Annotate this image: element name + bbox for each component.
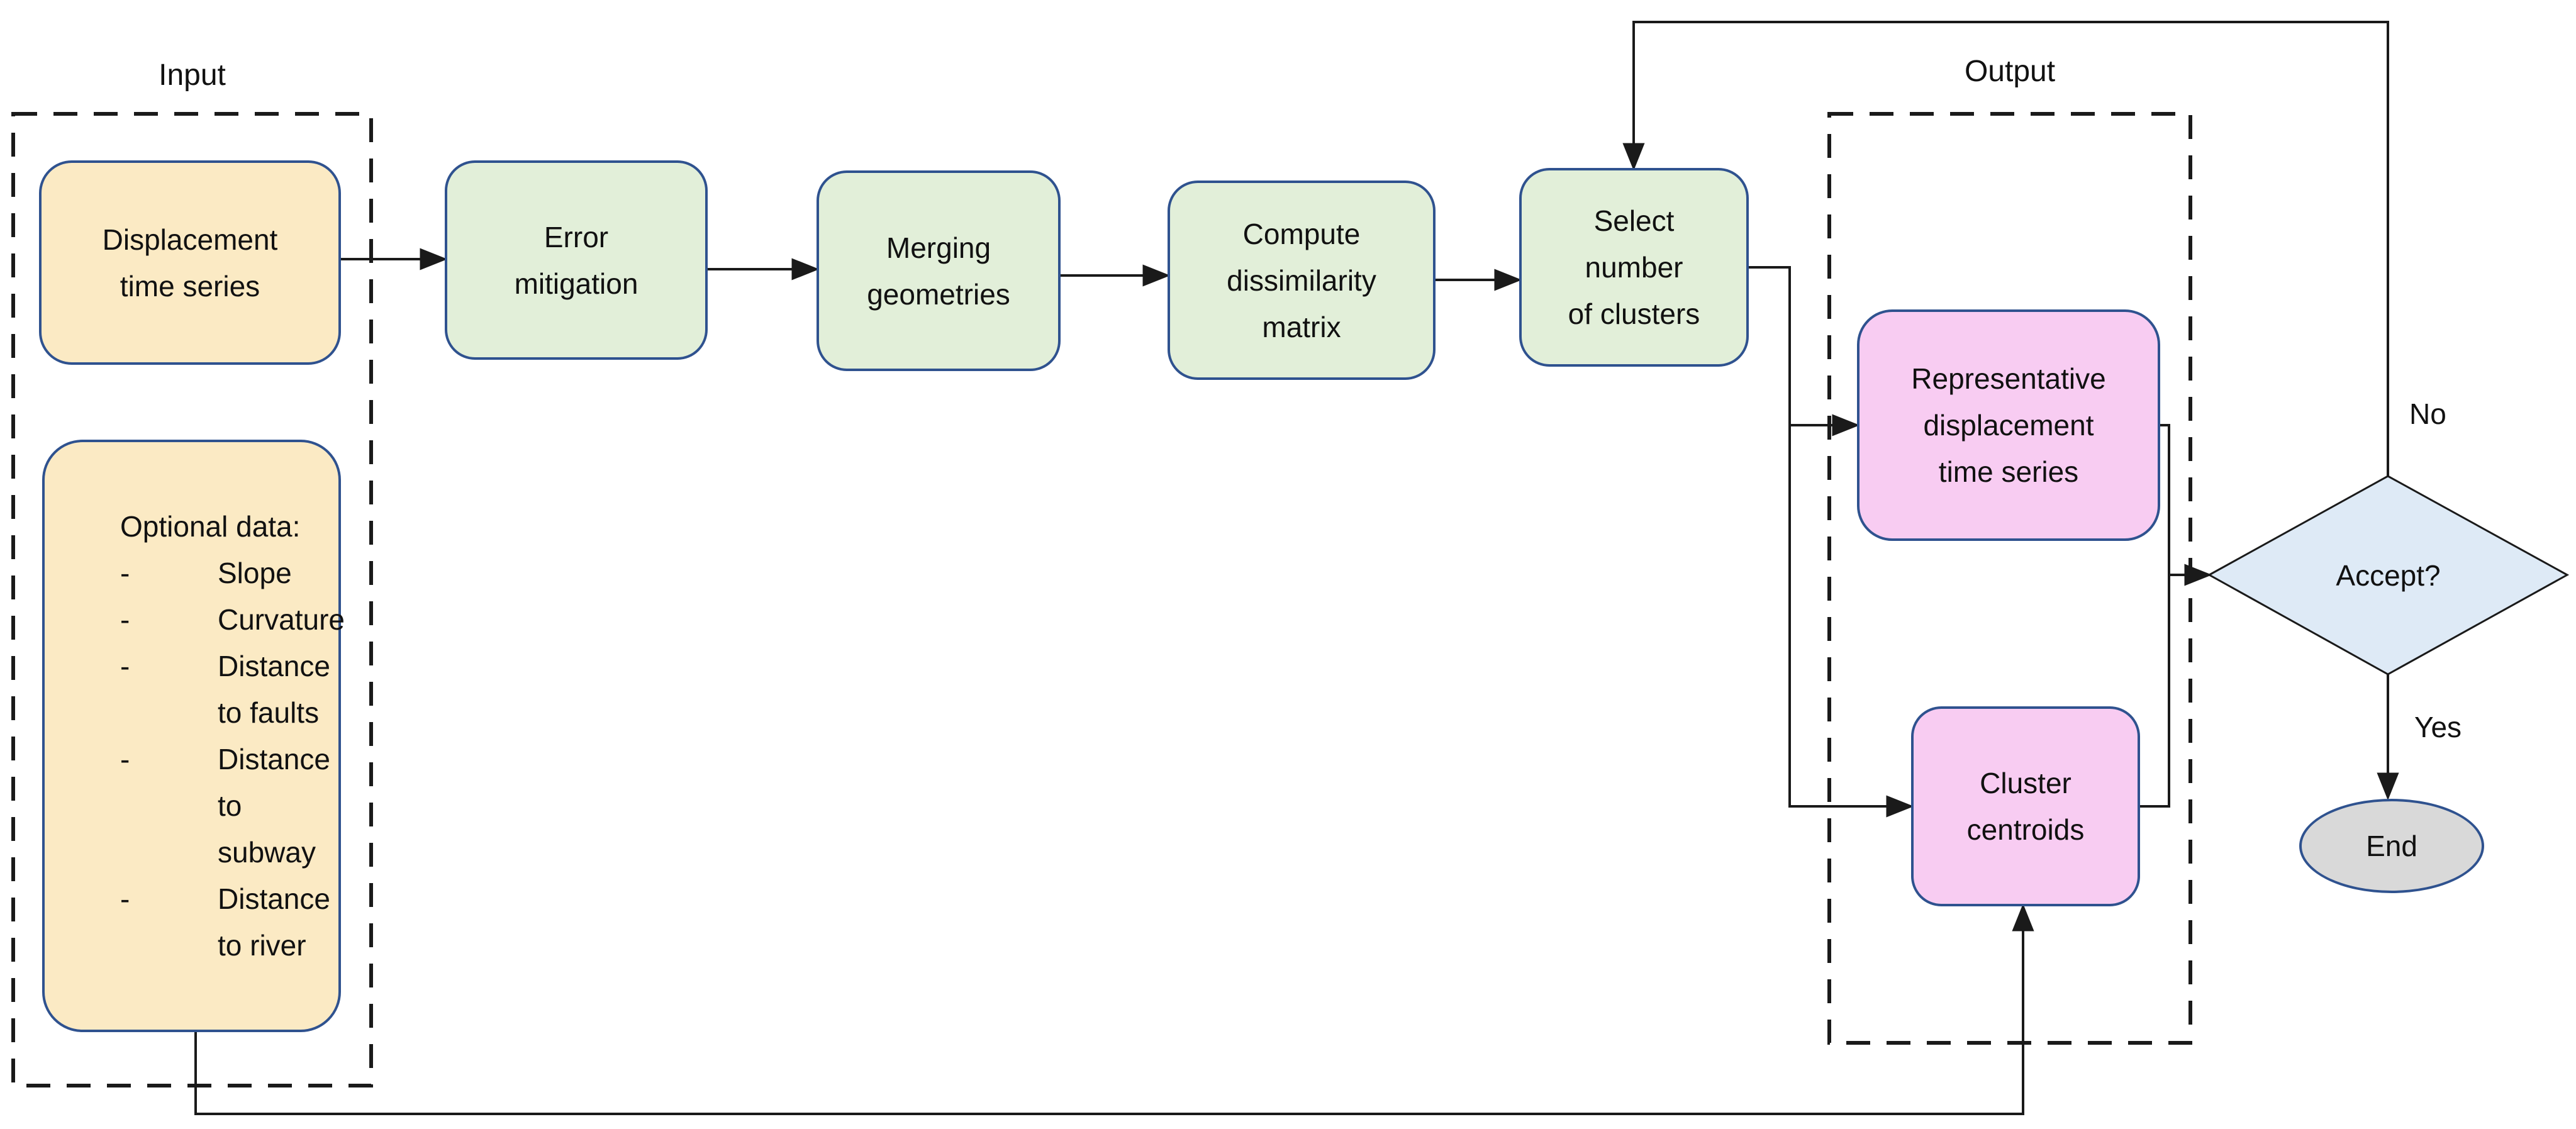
dash-bullet: - (120, 650, 130, 682)
optional-item-label: Distance to river (218, 882, 330, 962)
node-representative-displacement-time-series: Representative displacement time series (1857, 309, 2160, 541)
edge-select-to-cluster (1749, 266, 1914, 818)
edge-optional-to-cluster (194, 903, 2034, 1115)
node-error-mitigation: Error mitigation (445, 160, 708, 360)
dash-bullet: - (120, 882, 130, 915)
optional-item-distance-river: - Distance to river (120, 876, 330, 969)
optional-item-distance-subway: - Distance to subway (120, 736, 330, 876)
node-select-number-of-clusters-label: Select number of clusters (1568, 204, 1700, 330)
dash-bullet: - (120, 557, 130, 589)
node-cluster-centroids: Cluster centroids (1911, 706, 2140, 906)
input-group-label: Input (159, 58, 226, 92)
decision-accept-label: Accept? (2336, 559, 2441, 592)
optional-item-curvature: - Curvature (120, 596, 345, 643)
edge-label-yes: Yes (2414, 711, 2462, 743)
input-group-border (11, 112, 373, 1087)
node-compute-dissimilarity-matrix: Compute dissimilarity matrix (1168, 181, 1436, 380)
optional-item-label: Slope (218, 557, 292, 589)
node-error-mitigation-label: Error mitigation (514, 220, 638, 300)
node-end-label: End (2366, 830, 2417, 862)
dash-bullet: - (120, 743, 130, 776)
node-cluster-centroids-label: Cluster centroids (1966, 767, 2085, 846)
decision-diamond-shape (2207, 475, 2570, 676)
edge-decision-no-loop-to-select (1622, 21, 2389, 476)
optional-item-label: Distance to faults (218, 650, 330, 729)
node-end-terminal: End (2299, 799, 2484, 893)
edge-outputs-join (2140, 424, 2170, 808)
node-merging-geometries: Merging geometries (817, 170, 1061, 371)
optional-item-label: Curvature (218, 603, 345, 636)
node-merging-geometries-label: Merging geometries (867, 231, 1010, 311)
node-optional-data: Optional data: - Slope - Curvature - Dis… (42, 440, 345, 1032)
decision-accept: Accept? (2209, 541, 2567, 610)
optional-item-distance-faults: - Distance to faults (120, 643, 330, 736)
node-representative-label: Representative displacement time series (1911, 362, 2106, 488)
node-displacement-time-series-label: Displacement time series (102, 223, 278, 303)
output-group-label: Output (1964, 55, 2056, 88)
node-displacement-time-series: Displacement time series (39, 160, 341, 365)
optional-item-label: Distance to subway (218, 743, 330, 869)
node-select-number-of-clusters: Select number of clusters (1519, 168, 1749, 367)
dash-bullet: - (120, 603, 130, 636)
edge-label-no: No (2409, 398, 2446, 430)
node-compute-dissimilarity-matrix-label: Compute dissimilarity matrix (1227, 217, 1376, 343)
optional-data-title: Optional data: (120, 510, 301, 543)
optional-item-slope: - Slope (120, 550, 292, 596)
